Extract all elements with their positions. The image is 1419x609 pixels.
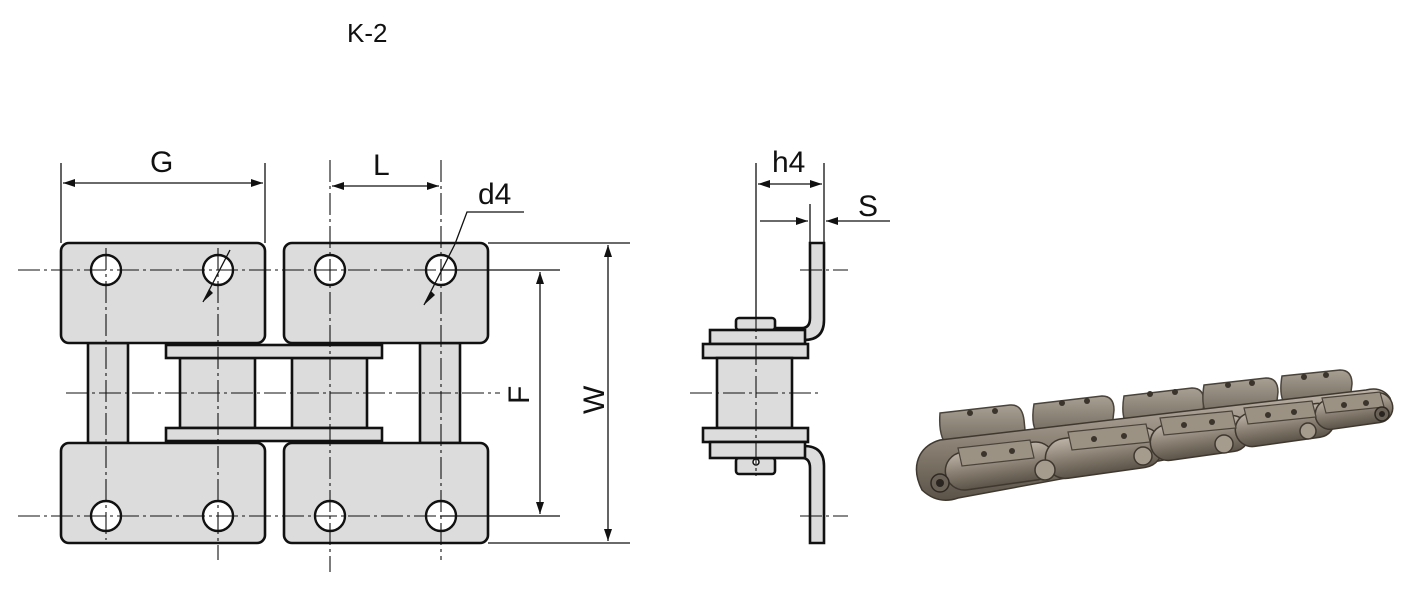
dim-label-L: L bbox=[373, 149, 390, 182]
d4-arrowhead bbox=[203, 289, 213, 302]
inner-link-plate-bottom bbox=[164, 426, 384, 443]
attachment-plate-top-right bbox=[282, 241, 490, 345]
attachment-tabs-front bbox=[957, 391, 1385, 467]
outer-plate-bottom bbox=[708, 440, 807, 460]
outer-plate-top bbox=[708, 328, 807, 346]
drawing-title: K-2 bbox=[347, 18, 387, 48]
d4-arrowhead bbox=[424, 291, 435, 305]
bent-attachment-top bbox=[773, 241, 826, 342]
attachment-plate-top-left bbox=[59, 241, 267, 345]
attachment-plate-bottom-left bbox=[59, 441, 267, 545]
d4-leader-shelf bbox=[454, 211, 524, 245]
dim-label-F: F bbox=[503, 386, 536, 404]
attachment-plate-bottom-right bbox=[282, 441, 490, 545]
front-view: d4 G L F W bbox=[18, 146, 630, 572]
dim-label-W: W bbox=[578, 385, 611, 414]
chain-photo bbox=[915, 369, 1394, 501]
side-view: h4 S bbox=[690, 146, 890, 545]
dim-label-h4: h4 bbox=[772, 146, 805, 179]
dim-label-G: G bbox=[150, 146, 173, 179]
bent-attachment-bottom bbox=[773, 444, 826, 545]
dim-label-d4: d4 bbox=[478, 178, 511, 211]
chain-pins bbox=[930, 406, 1390, 493]
dim-label-S: S bbox=[858, 190, 878, 223]
inner-link-plate-top bbox=[164, 343, 384, 360]
